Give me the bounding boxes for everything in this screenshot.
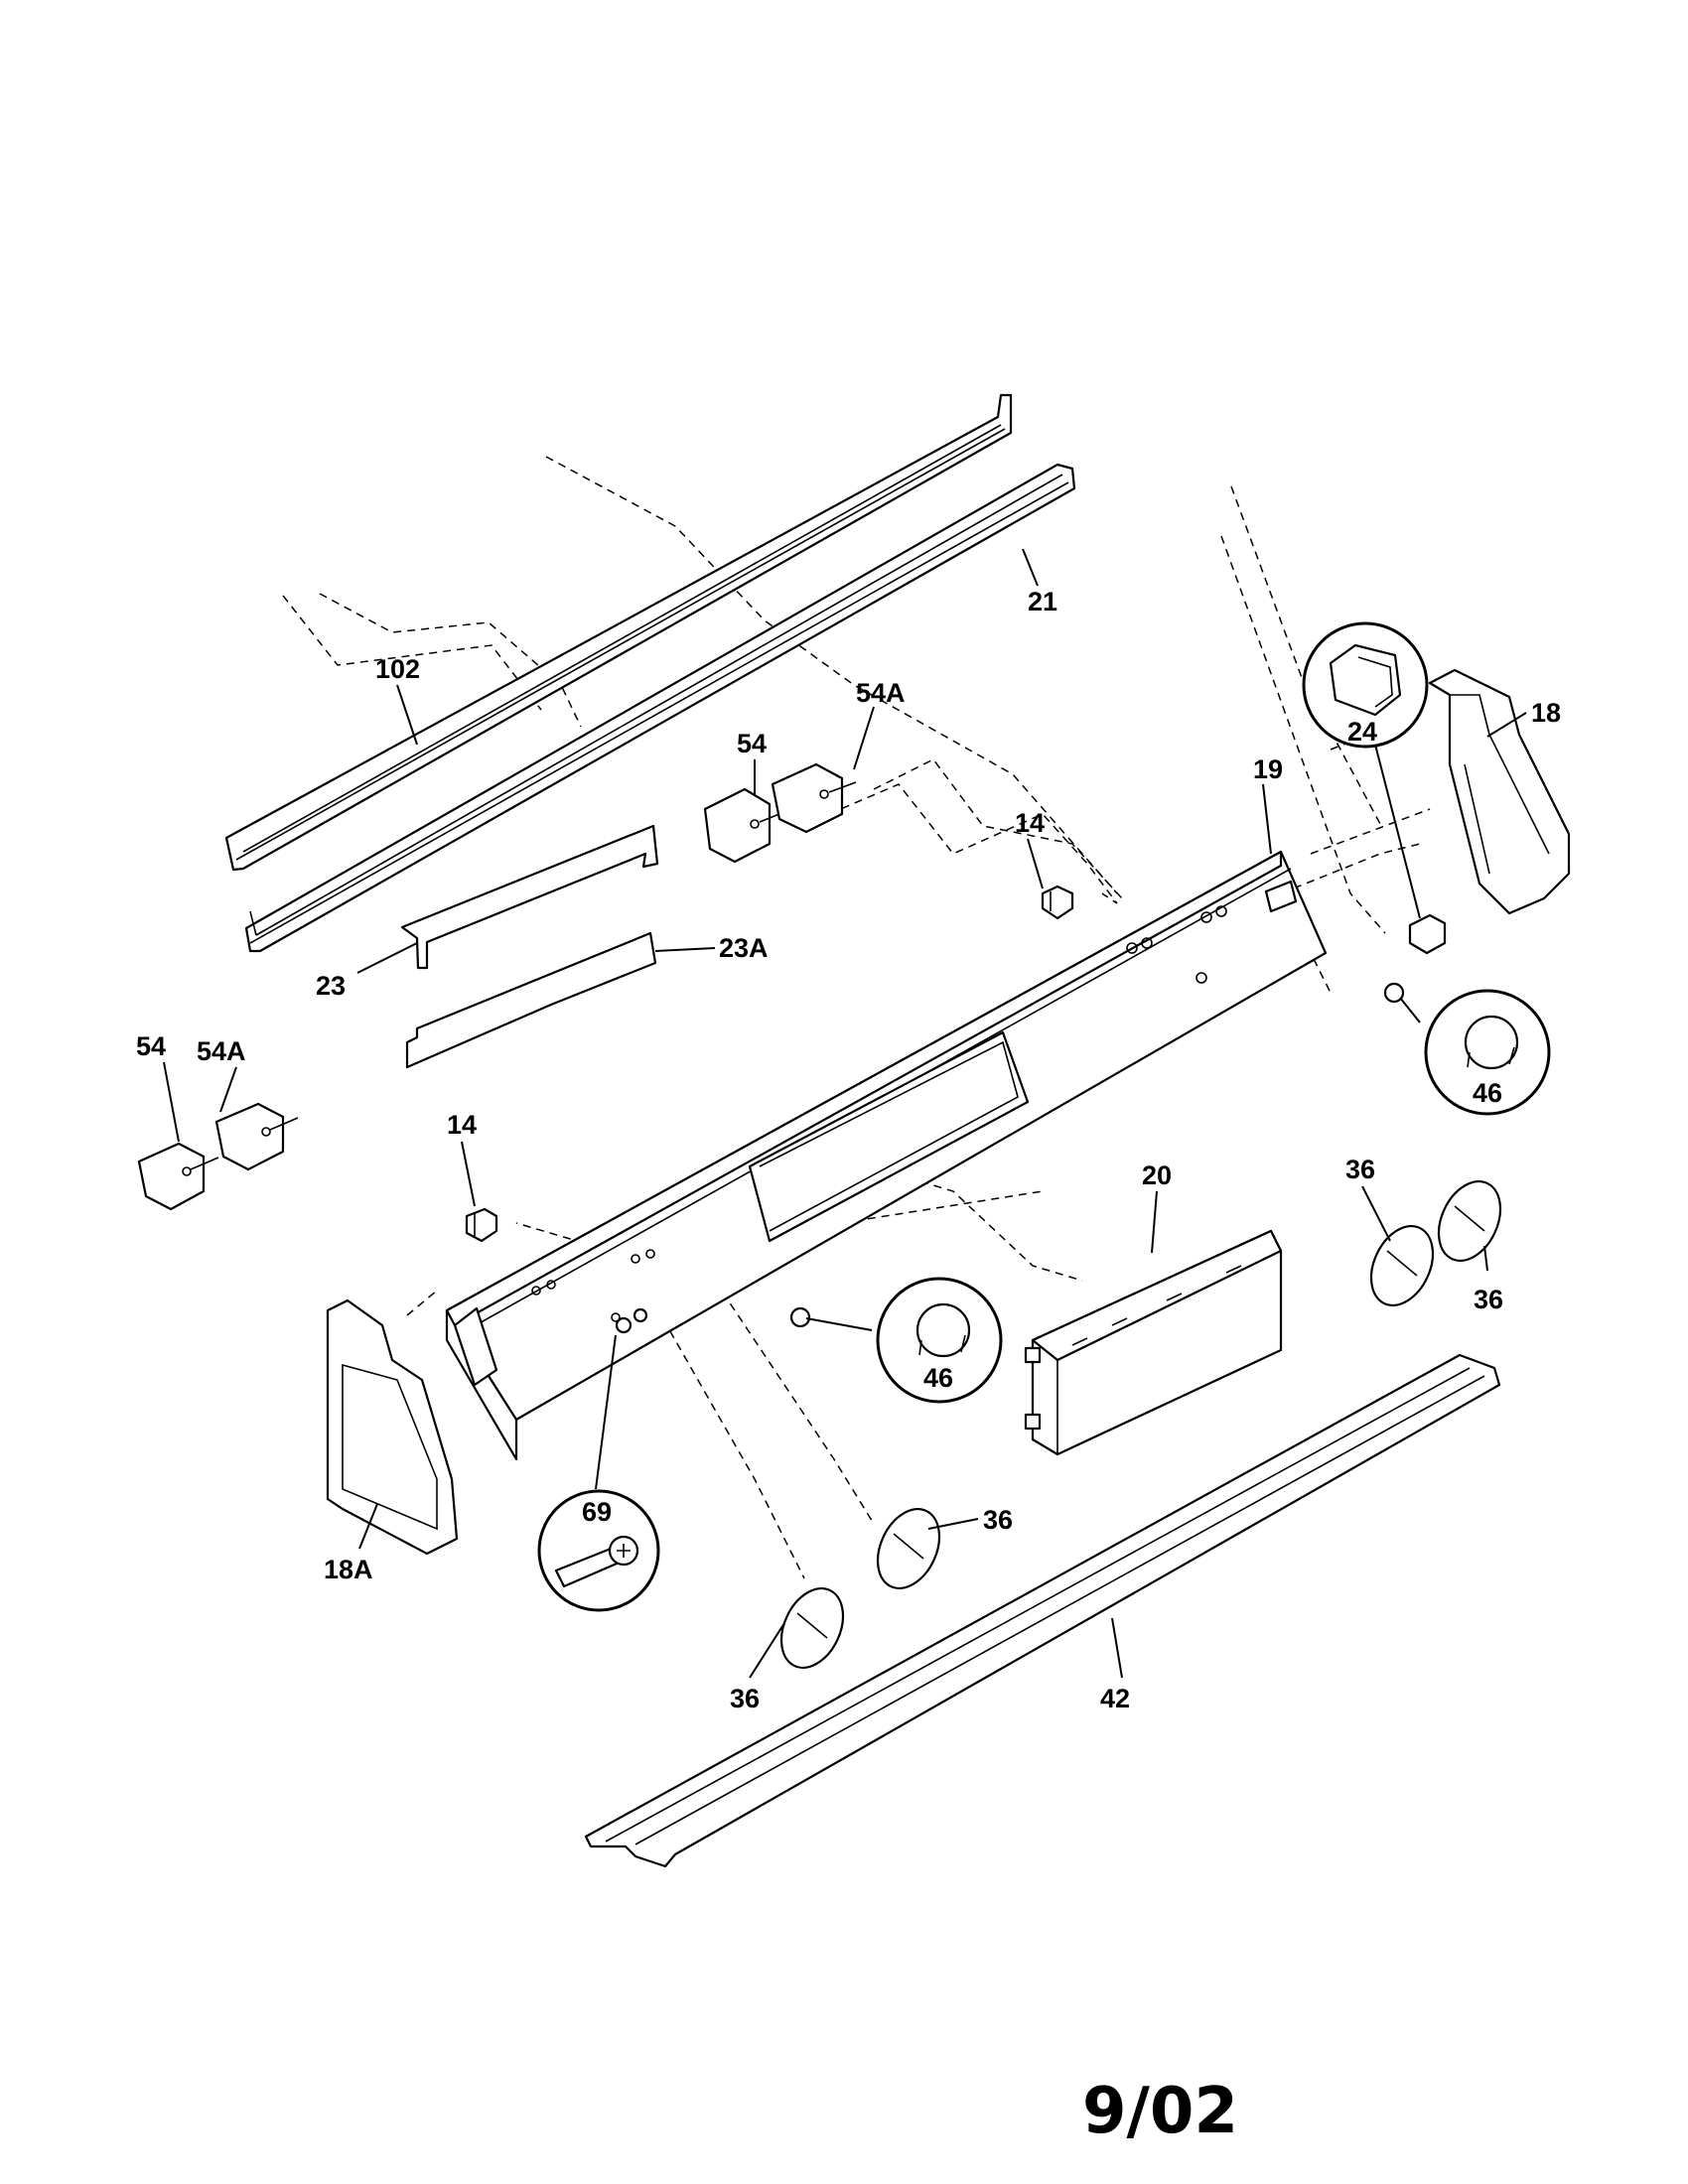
part-36-knob-right-lower: [1369, 1225, 1435, 1306]
callout-102: 102: [375, 654, 420, 684]
part-18a-left-end-cap: [326, 1298, 459, 1556]
part-54-switch-top: [703, 787, 785, 864]
callout-36-d: 36: [730, 1684, 760, 1713]
callout-14-top: 14: [1015, 808, 1045, 838]
part-18-right-end-cap: [1428, 668, 1571, 915]
callout-46-mid: 46: [923, 1363, 953, 1393]
callout-23: 23: [316, 971, 346, 1001]
part-42-bottom-trim: [584, 1353, 1501, 1868]
callout-54-left: 54: [136, 1031, 166, 1061]
callout-24: 24: [1347, 717, 1377, 747]
callout-36-b: 36: [1474, 1285, 1503, 1314]
callout-36-c: 36: [983, 1505, 1013, 1535]
part-24-indicator-installed: [1408, 913, 1447, 955]
detail-circle-46-right: [1424, 989, 1551, 1116]
part-20-clock-control: [1024, 1229, 1283, 1456]
detail-circle-69: [537, 1489, 660, 1612]
detail-circle-46-mid: [876, 1277, 1003, 1404]
callout-18: 18: [1531, 698, 1561, 728]
revision-date: 9/02: [1082, 2075, 1238, 2148]
part-54a-switch-left: [214, 1102, 299, 1171]
part-54-switch-left: [137, 1142, 219, 1211]
part-102-rear-trim: [224, 393, 1013, 872]
part-19-control-panel: [445, 850, 1328, 1461]
part-14-clip-top: [1041, 885, 1074, 920]
part-69-screw-installed: [615, 1307, 648, 1334]
callout-36-a: 36: [1345, 1155, 1375, 1184]
part-36-knob-right-upper: [1437, 1180, 1502, 1262]
part-36-knob-center: [876, 1508, 941, 1589]
callout-20: 20: [1142, 1160, 1172, 1190]
callout-19: 19: [1253, 754, 1283, 784]
callout-21: 21: [1028, 587, 1057, 616]
callout-46-right: 46: [1473, 1078, 1502, 1108]
part-23-bracket: [400, 824, 659, 1069]
part-36-knob-lower: [779, 1587, 845, 1669]
callout-14-left: 14: [447, 1110, 477, 1140]
part-14-clip-left: [465, 1207, 498, 1243]
part-46-pushbutton-installed-right: [1383, 982, 1405, 1004]
detail-circle-24: [1302, 621, 1429, 749]
callout-42: 42: [1100, 1684, 1130, 1713]
part-46-pushbutton-installed-mid: [789, 1306, 811, 1328]
callout-labels: 102 21 54 54A 24 18 19 14 23 23A 54A 54 …: [136, 587, 1561, 1713]
callout-23a: 23A: [719, 933, 769, 963]
callout-54a-top: 54A: [856, 678, 906, 708]
callout-54-top: 54: [737, 729, 767, 758]
callout-69: 69: [582, 1497, 612, 1527]
callout-54a-left: 54A: [197, 1036, 246, 1066]
leader-lines: [163, 548, 1527, 1679]
part-54a-switch-top: [771, 762, 857, 834]
part-21-top-trim: [244, 463, 1076, 953]
callout-18a: 18A: [324, 1555, 373, 1584]
